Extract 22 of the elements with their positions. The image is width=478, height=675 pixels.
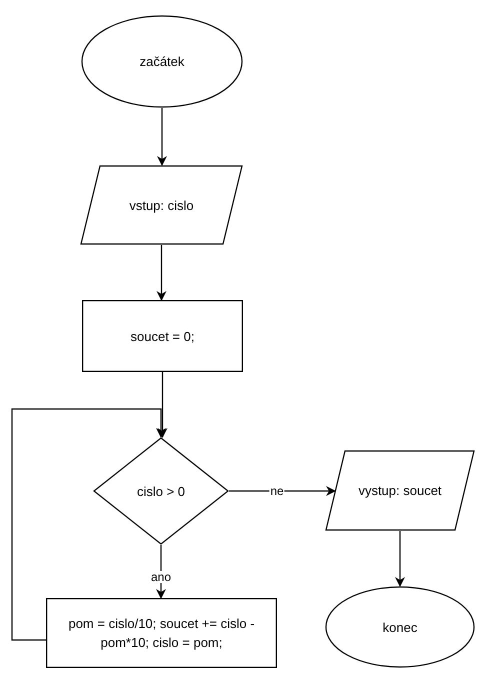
node-text: vstup: cislo bbox=[129, 196, 194, 214]
node-text: pom = cislo/10; soucet += cislo - pom*10; cislo = pom; bbox=[67, 615, 256, 652]
node-text: soucet = 0; bbox=[130, 328, 194, 346]
arrow bbox=[158, 372, 168, 438]
node-text: konec bbox=[382, 618, 418, 636]
decision-diamond bbox=[93, 437, 229, 545]
process-box bbox=[46, 598, 277, 668]
arrow bbox=[156, 545, 166, 599]
arrow bbox=[157, 108, 167, 166]
arrow bbox=[156, 245, 166, 301]
arrow bbox=[229, 486, 336, 496]
arrow bbox=[395, 531, 405, 587]
io-parallelogram bbox=[325, 450, 475, 531]
io-parallelogram bbox=[80, 165, 243, 245]
edge-label: ano bbox=[150, 570, 172, 582]
node-text: vystup: soucet bbox=[358, 482, 442, 500]
node-text: cislo > 0 bbox=[136, 482, 186, 500]
process-box bbox=[82, 300, 243, 372]
arrow bbox=[11, 408, 166, 641]
terminal-ellipse bbox=[81, 15, 243, 108]
terminal-ellipse bbox=[325, 586, 475, 668]
node-text: začátek bbox=[140, 53, 184, 71]
